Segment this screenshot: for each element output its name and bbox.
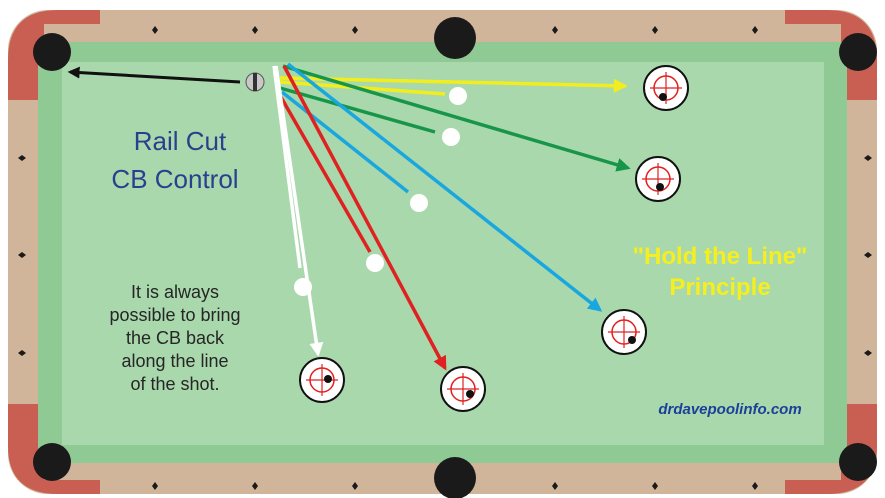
target-red — [441, 367, 485, 411]
target-white — [300, 358, 344, 402]
pocket-bottom-left — [33, 443, 71, 481]
ghost-ball-white — [294, 278, 312, 296]
ghost-ball-red — [366, 254, 384, 272]
pocket-bottom-middle — [434, 457, 476, 498]
ghost-ball-blue — [410, 194, 428, 212]
principle-title: "Hold the Line" — [595, 243, 845, 271]
note-line: along the line — [90, 350, 260, 373]
note-line: the CB back — [90, 327, 260, 350]
title-line-2: CB Control — [85, 164, 265, 194]
ghost-ball-green — [442, 128, 460, 146]
object-ball — [246, 73, 264, 91]
ghost-ball-yellow — [449, 87, 467, 105]
note-line: of the shot. — [90, 373, 260, 396]
principle-subtitle: Principle — [620, 274, 820, 302]
pocket-top-middle — [434, 17, 476, 59]
target-yellow — [644, 66, 688, 110]
pocket-bottom-right — [839, 443, 877, 481]
target-blue — [602, 310, 646, 354]
pocket-top-right — [839, 33, 877, 71]
note-text: It is always possible to bring the CB ba… — [90, 281, 260, 396]
website-label: drdavepoolinfo.com — [620, 401, 840, 418]
note-line: It is always — [90, 281, 260, 304]
target-green — [636, 157, 680, 201]
pocket-top-left — [33, 33, 71, 71]
title-line-1: Rail Cut — [95, 126, 265, 156]
note-line: possible to bring — [90, 304, 260, 327]
